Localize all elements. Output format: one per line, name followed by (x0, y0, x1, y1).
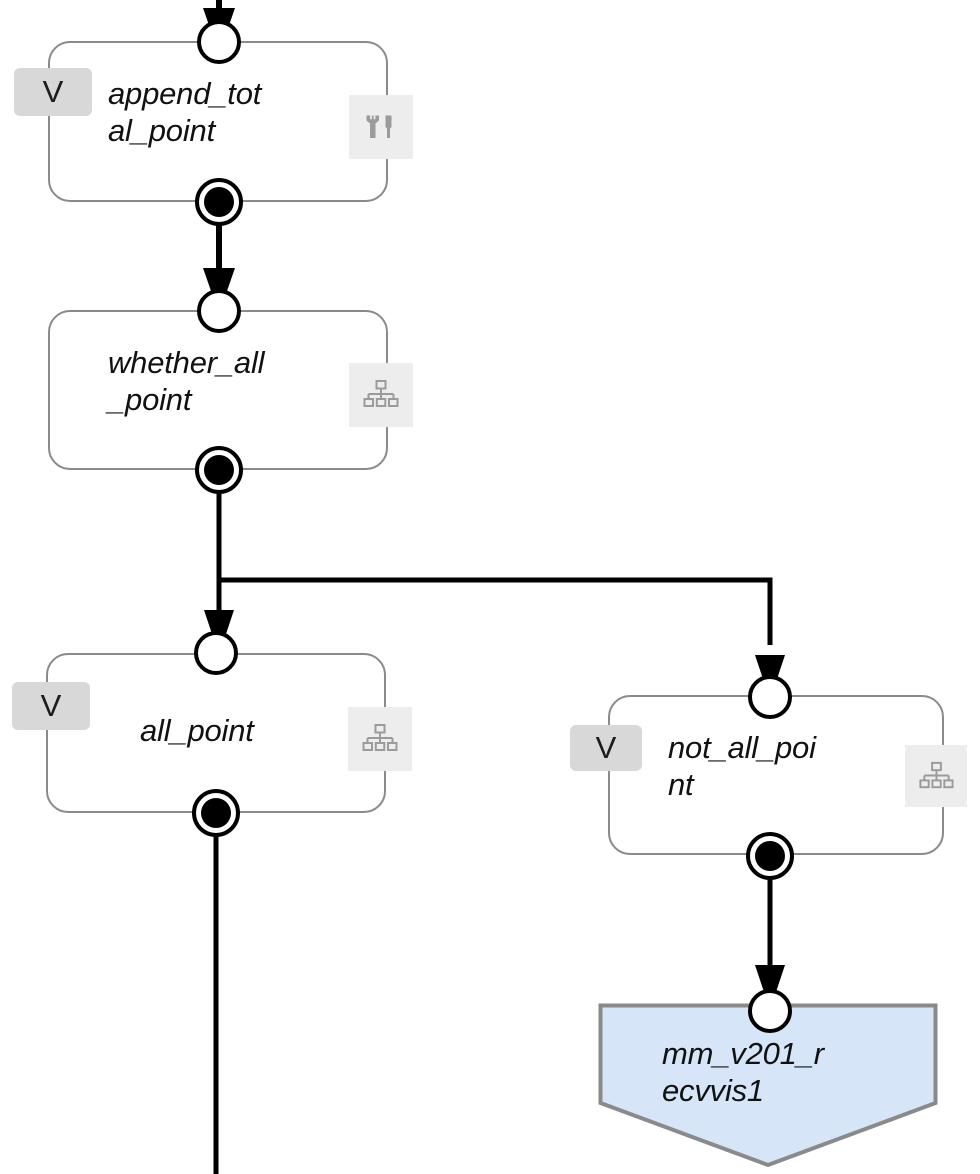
node-append-total-point-label: append_tot al_point (108, 76, 262, 148)
hierarchy-icon[interactable] (348, 707, 412, 771)
hierarchy-icon-glyph (363, 380, 399, 407)
node-not-all-point-exit-port (743, 829, 797, 883)
node-mm-v201-recvvis1-entry-port (747, 988, 793, 1034)
node-append-total-point-exit-port (192, 175, 246, 229)
node-whether-all-point-exit-port (192, 443, 246, 497)
hierarchy-icon-glyph (362, 724, 398, 751)
node-not-all-point-validation-badge[interactable]: V (570, 725, 642, 771)
tools-icon-glyph (366, 115, 392, 138)
hierarchy-icon[interactable] (349, 363, 413, 427)
edge-whether-trunk (204, 470, 234, 655)
node-not-all-point-entry-port (747, 674, 793, 720)
hierarchy-icon-glyph (918, 761, 954, 788)
node-mm-v201-recvvis1[interactable] (598, 1003, 938, 1168)
tools-icon[interactable] (349, 95, 413, 159)
node-all-point-entry-port (193, 630, 239, 676)
node-append-total-point[interactable] (48, 41, 388, 202)
node-mm-v201-recvvis1-label: mm_v201_r ecvvis1 (662, 1036, 824, 1108)
node-not-all-point-label: not_all_poi nt (668, 730, 816, 802)
node-whether-all-point-label: whether_all _point (108, 345, 265, 417)
hierarchy-icon[interactable] (905, 745, 967, 807)
node-append-total-point-validation-badge[interactable]: V (14, 68, 92, 116)
node-all-point-validation-badge[interactable]: V (12, 682, 90, 730)
node-all-point-exit-port (189, 786, 243, 840)
node-whether-all-point-entry-port (196, 288, 242, 334)
node-append-total-point-entry-port (196, 19, 242, 65)
node-all-point[interactable] (46, 653, 386, 813)
node-all-point-label: all_point (140, 713, 254, 748)
